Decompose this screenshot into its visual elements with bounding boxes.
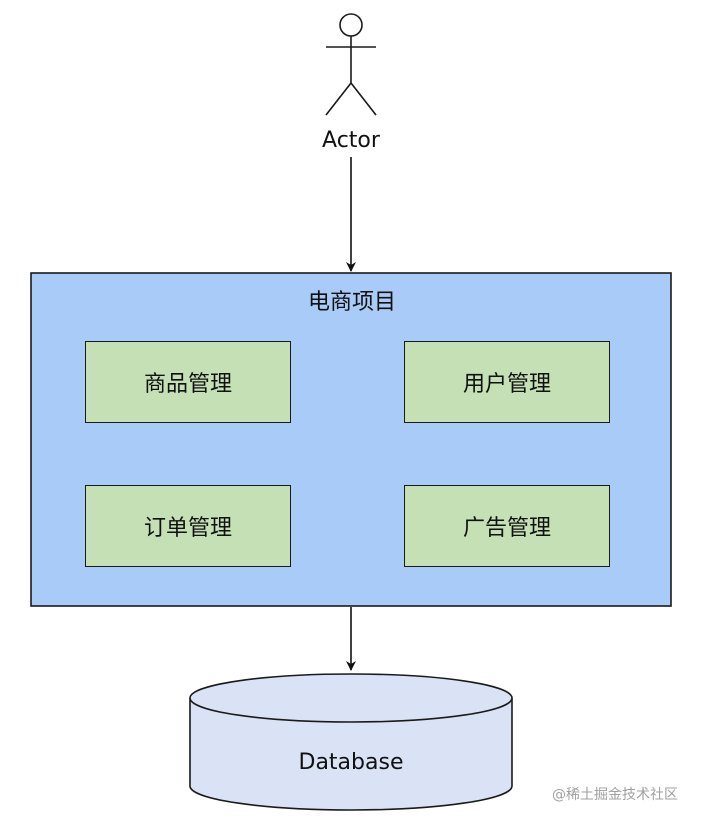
- module-goods-management: 商品管理: [85, 341, 291, 423]
- database-label: Database: [298, 750, 404, 775]
- watermark-text: @稀土掘金技术社区: [552, 787, 678, 803]
- system-title: 电商项目: [307, 290, 396, 315]
- module-user-management: 用户管理: [404, 341, 610, 423]
- module-order-management: 订单管理: [85, 485, 291, 567]
- module-ads-management: 广告管理: [404, 485, 610, 567]
- actor-figure-icon: [325, 13, 377, 116]
- database-cylinder: [189, 673, 513, 811]
- actor-label: Actor: [322, 128, 380, 153]
